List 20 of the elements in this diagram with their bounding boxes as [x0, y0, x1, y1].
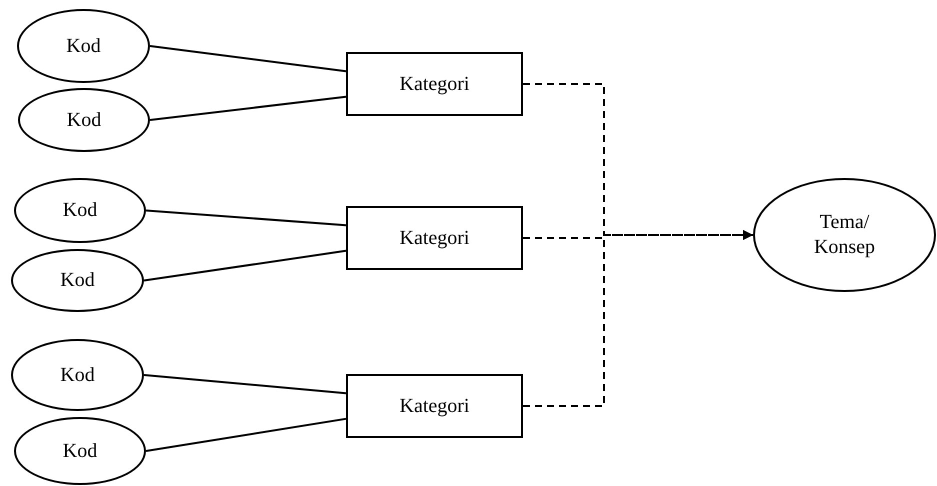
- node-label: Kod: [66, 108, 102, 132]
- node-label: Kod: [62, 438, 98, 464]
- node-label: Kod: [60, 362, 95, 388]
- node-label: Kategori: [400, 226, 470, 250]
- node-label: Kod: [62, 198, 98, 223]
- connector-arrow: [523, 230, 753, 407]
- node-label: Kod: [60, 268, 95, 293]
- connector-line: [146, 210, 346, 226]
- node-label: Tema/ Konsep: [812, 210, 876, 260]
- connector-line: [150, 96, 346, 121]
- category-box: [346, 374, 523, 438]
- connector-line: [144, 250, 346, 282]
- node-label: Kategori: [400, 72, 470, 96]
- connector-line: [146, 418, 346, 452]
- category-box: [346, 52, 523, 116]
- connector-line: [144, 374, 346, 394]
- category-box: [346, 206, 523, 270]
- node-label: Kategori: [400, 394, 470, 418]
- node-label: Kod: [66, 34, 101, 58]
- connector-line: [150, 45, 346, 72]
